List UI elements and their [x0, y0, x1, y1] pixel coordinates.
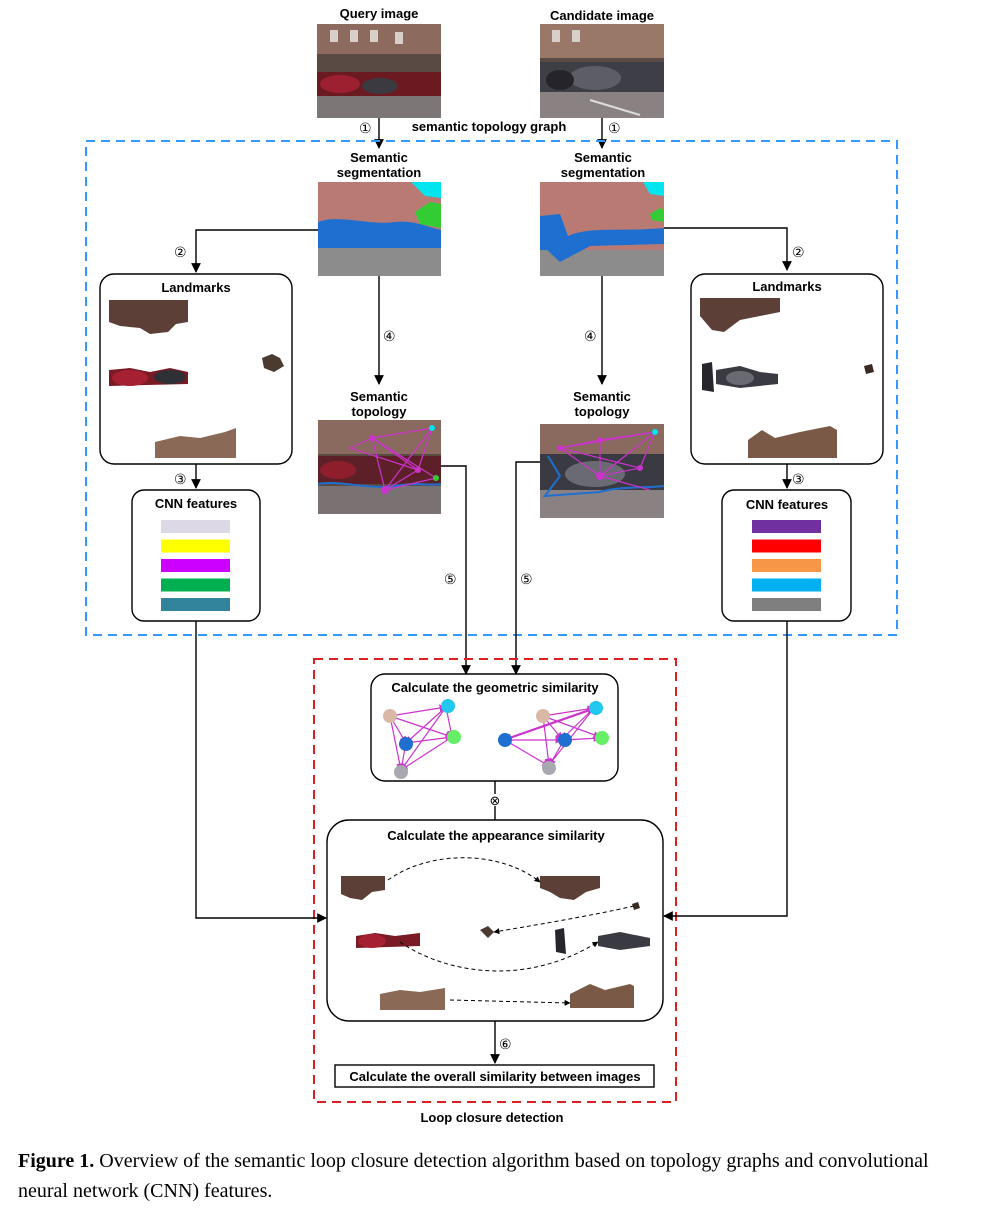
cnn-features-title-query: CNN features — [155, 496, 237, 511]
step5-marker-candidate: ⑤ — [520, 572, 533, 588]
cnn-feature-bar-query — [161, 539, 230, 553]
step2-marker-candidate: ② — [792, 245, 805, 261]
figure-caption-text: Overview of the semantic loop closure de… — [18, 1150, 929, 1202]
candidate-segmentation-map — [540, 182, 664, 276]
cnn-feature-bar-query — [161, 520, 230, 533]
step4-marker-query: ④ — [383, 329, 396, 345]
cnn-features-title-candidate: CNN features — [746, 497, 828, 512]
query-image-title: Query image — [340, 6, 419, 21]
arrow-step5-candidate — [511, 461, 540, 675]
step2-marker-query: ② — [174, 245, 187, 261]
step3-marker-candidate: ③ — [792, 472, 805, 488]
segmentation-title-candidate-l2: segmentation — [561, 165, 646, 180]
appearance-landmark-crops — [341, 876, 650, 1010]
arrow-cnn-candidate-to-appearance — [663, 621, 788, 921]
semantic-topology-graph-label: semantic topology graph — [412, 119, 567, 134]
topology-title-candidate-l1: Semantic — [573, 389, 631, 404]
arrow-cnn-query-to-appearance — [195, 621, 327, 923]
topology-title-query-l1: Semantic — [350, 389, 408, 404]
query-topology-graph — [383, 699, 461, 779]
figure-caption: Figure 1. Overview of the semantic loop … — [18, 1146, 983, 1206]
step4-marker-candidate: ④ — [584, 329, 597, 345]
overall-similarity-label: Calculate the overall similarity between… — [349, 1069, 640, 1084]
step6-marker: ⑥ — [499, 1037, 512, 1053]
overall-similarity-box — [334, 1064, 655, 1088]
topology-title-query-l2: topology — [352, 404, 408, 419]
query-segmentation-map — [318, 182, 441, 276]
cnn-feature-bar-candidate — [752, 598, 821, 611]
query-landmark-crops — [109, 300, 284, 458]
semantic-topology-graph-region — [85, 140, 898, 636]
step5-marker-query: ⑤ — [444, 572, 457, 588]
candidate-topology-graph — [498, 701, 609, 775]
arrow-step2-query — [191, 229, 318, 273]
step3-marker-query: ③ — [174, 472, 187, 488]
candidate-image-title: Candidate image — [550, 8, 654, 23]
topology-title-candidate-l2: topology — [575, 404, 631, 419]
figure-label: Figure 1. — [18, 1150, 95, 1172]
candidate-topology-image — [540, 424, 665, 518]
segmentation-title-query-l2: segmentation — [337, 165, 422, 180]
segmentation-title-candidate-l1: Semantic — [574, 150, 632, 165]
query-topology-image — [317, 420, 442, 514]
loop-closure-detection-region — [313, 658, 677, 1103]
landmarks-title-query: Landmarks — [161, 280, 230, 295]
cnn-feature-bar-candidate — [752, 520, 821, 533]
cnn-feature-bar-query — [161, 598, 230, 611]
arrow-step2-candidate — [664, 227, 792, 271]
cnn-feature-bar-candidate — [752, 578, 821, 592]
cnn-feature-bar-query — [161, 578, 230, 592]
cnn-feature-bars-query — [161, 520, 230, 611]
cnn-feature-bars-candidate — [752, 520, 821, 611]
candidate-landmark-crops — [700, 298, 874, 458]
algorithm-diagram: Query image Candidate image ① ① semantic… — [85, 6, 898, 1125]
candidate-image — [540, 24, 664, 118]
geometric-similarity-title: Calculate the geometric similarity — [391, 680, 599, 695]
step1-marker-candidate: ① — [608, 121, 621, 137]
arrow-step5-query — [441, 465, 471, 675]
query-image — [317, 24, 441, 118]
cnn-feature-bar-query — [161, 559, 230, 572]
appearance-similarity-title: Calculate the appearance similarity — [387, 828, 605, 843]
cnn-feature-bar-candidate — [752, 539, 821, 553]
cnn-feature-bar-candidate — [752, 559, 821, 572]
loop-closure-detection-label: Loop closure detection — [420, 1110, 563, 1125]
step1-marker-query: ① — [359, 121, 372, 137]
appearance-match-lines — [387, 857, 635, 1006]
landmarks-title-candidate: Landmarks — [752, 279, 821, 294]
segmentation-title-query-l1: Semantic — [350, 150, 408, 165]
multiply-symbol: ⊗ — [490, 794, 501, 809]
multiply-symbol-bg — [489, 794, 501, 806]
